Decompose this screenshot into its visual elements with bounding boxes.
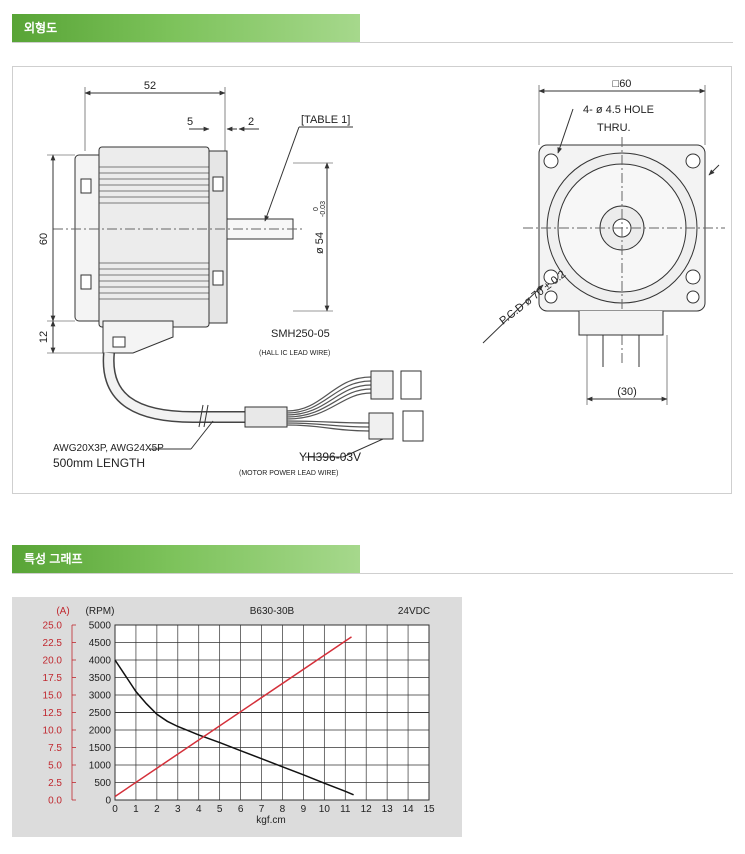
rpm-tick-label: 3500 bbox=[89, 673, 112, 684]
chart-title: B630-30B bbox=[250, 606, 295, 617]
dim-12: 12 bbox=[38, 331, 50, 343]
rpm-tick-label: 500 bbox=[94, 778, 111, 789]
outline-section-title: 외형도 bbox=[12, 14, 360, 42]
x-tick-label: 9 bbox=[301, 804, 307, 815]
hall-connector-face bbox=[400, 370, 422, 400]
current-tick-label: 10.0 bbox=[43, 726, 63, 737]
lead-wires bbox=[286, 376, 372, 432]
x-tick-label: 0 bbox=[112, 804, 118, 815]
motor-wire-label: (MOTOR POWER LEAD WIRE) bbox=[239, 470, 338, 477]
current-tick-label: 12.5 bbox=[43, 708, 63, 719]
rpm-tick-label: 2500 bbox=[89, 708, 112, 719]
dim-30: (30) bbox=[617, 386, 637, 398]
current-tick-label: 22.5 bbox=[43, 638, 63, 649]
current-axis-label: (A) bbox=[56, 606, 69, 617]
dim-length-52: 52 bbox=[144, 80, 156, 92]
mounting-holes bbox=[543, 153, 701, 304]
cooling-fins bbox=[99, 166, 209, 300]
power-connector bbox=[368, 412, 394, 440]
rpm-tick-label: 5000 bbox=[89, 621, 112, 632]
current-tick-label: 7.5 bbox=[48, 743, 62, 754]
hole-thru: THRU. bbox=[597, 122, 631, 134]
current-tick-label: 5.0 bbox=[48, 761, 62, 772]
shaft-tolerance-top: 0 bbox=[313, 207, 320, 211]
x-tick-label: 2 bbox=[154, 804, 160, 815]
x-tick-label: 7 bbox=[259, 804, 265, 815]
shaft-diameter: ø 54 bbox=[314, 232, 326, 254]
current-tick-label: 17.5 bbox=[43, 673, 63, 684]
table-reference: [TABLE 1] bbox=[301, 114, 350, 126]
section-divider-2 bbox=[12, 573, 733, 574]
outline-drawing: 52 5 2 [TABLE 1] 60 12 ø 54 0 -0.03 □60 … bbox=[12, 66, 732, 494]
current-tick-label: 20.0 bbox=[43, 656, 63, 667]
drawing-svg: 52 5 2 [TABLE 1] 60 12 ø 54 0 -0.03 □60 … bbox=[38, 78, 725, 477]
current-tick-label: 2.5 bbox=[48, 778, 62, 789]
rpm-tick-label: 1000 bbox=[89, 761, 112, 772]
rpm-tick-label: 2000 bbox=[89, 726, 112, 737]
x-tick-label: 13 bbox=[382, 804, 394, 815]
motor-housing bbox=[98, 146, 210, 328]
yh-connector-label: YH396-03V bbox=[299, 450, 361, 464]
rpm-tick-label: 4500 bbox=[89, 638, 112, 649]
x-tick-label: 15 bbox=[423, 804, 435, 815]
x-tick-label: 5 bbox=[217, 804, 223, 815]
x-tick-label: 3 bbox=[175, 804, 181, 815]
characteristics-section-title: 특성 그래프 bbox=[12, 545, 360, 573]
dim-5: 5 bbox=[187, 116, 193, 128]
dim-2: 2 bbox=[248, 116, 254, 128]
speed-curve bbox=[114, 659, 354, 796]
square-size: □60 bbox=[613, 78, 632, 90]
rpm-axis-label: (RPM) bbox=[86, 606, 115, 617]
rpm-tick-label: 1500 bbox=[89, 743, 112, 754]
x-tick-label: 14 bbox=[403, 804, 415, 815]
rpm-tick-label: 3000 bbox=[89, 691, 112, 702]
hall-wire-label: (HALL IC LEAD WIRE) bbox=[259, 350, 330, 357]
current-tick-label: 15.0 bbox=[43, 691, 63, 702]
section-divider bbox=[12, 42, 733, 43]
x-axis-label: kgf.cm bbox=[256, 815, 285, 826]
hall-connector bbox=[370, 370, 394, 400]
x-tick-label: 11 bbox=[340, 804, 351, 815]
front-cable-exit bbox=[578, 311, 664, 336]
hole-spec: 4- ø 4.5 HOLE bbox=[583, 104, 654, 116]
power-connector-face bbox=[402, 410, 424, 442]
current-tick-label: 25.0 bbox=[43, 621, 63, 632]
current-line bbox=[114, 636, 352, 798]
rpm-tick-label: 4000 bbox=[89, 656, 112, 667]
dim-height-60: 60 bbox=[38, 233, 50, 245]
x-tick-label: 8 bbox=[280, 804, 286, 815]
x-tick-label: 1 bbox=[133, 804, 139, 815]
chart-voltage: 24VDC bbox=[398, 606, 430, 617]
cable-sleeve bbox=[244, 406, 288, 428]
current-tick-label: 0.0 bbox=[48, 796, 62, 807]
cable-length-label: 500mm LENGTH bbox=[53, 456, 145, 470]
x-tick-label: 12 bbox=[361, 804, 373, 815]
smh-connector-label: SMH250-05 bbox=[271, 328, 330, 340]
rpm-tick-label: 0 bbox=[105, 796, 111, 807]
x-tick-label: 4 bbox=[196, 804, 202, 815]
x-tick-label: 10 bbox=[319, 804, 331, 815]
shaft-tolerance-bottom: -0.03 bbox=[320, 201, 327, 217]
awg-label: AWG20X3P, AWG24X5P bbox=[53, 443, 164, 454]
x-tick-label: 6 bbox=[238, 804, 244, 815]
